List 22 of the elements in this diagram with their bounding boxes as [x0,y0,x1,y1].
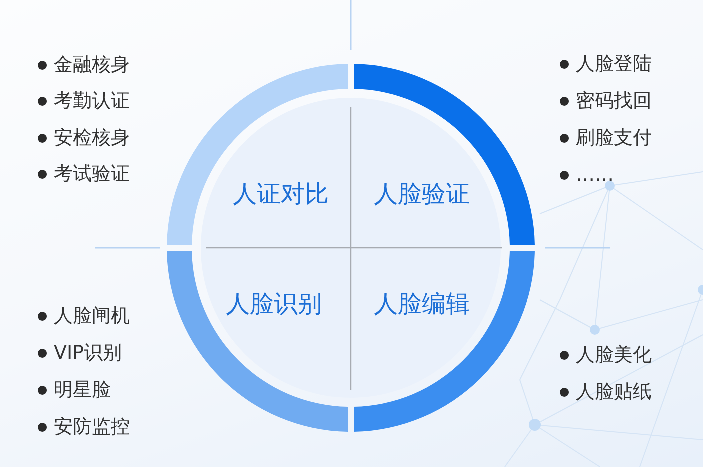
list-item-text: 考试验证 [54,163,130,186]
list-item-text: 安防监控 [54,416,130,438]
list-item-text: VIP识别 [54,342,122,364]
ring-quadrant [167,64,351,248]
ring-quadrant [351,64,535,248]
list-item-text: 明星脸 [54,378,111,402]
list-item-text: 刷脸支付 [576,126,652,150]
list-item-text: 金融核身 [54,54,130,76]
list-item-text: 人脸贴纸 [576,380,652,404]
list-item-text: 人脸美化 [576,344,652,366]
list-item-text: …… [576,164,614,186]
ring-quadrant [167,248,351,432]
list-item-text: 密码找回 [576,90,652,112]
quadrant-label: 人脸编辑 [374,291,470,319]
list-item-text: 人脸闸机 [54,304,130,328]
quadrant-label: 人脸验证 [374,181,470,209]
ring-quadrant [351,248,535,432]
list-item-text: 安检核身 [54,126,130,150]
quadrant-label: 人脸识别 [226,291,322,319]
list-item-text: 考勤认证 [54,90,130,113]
quadrant-label: 人证对比 [233,181,329,209]
list-item-text: 人脸登陆 [576,52,652,76]
